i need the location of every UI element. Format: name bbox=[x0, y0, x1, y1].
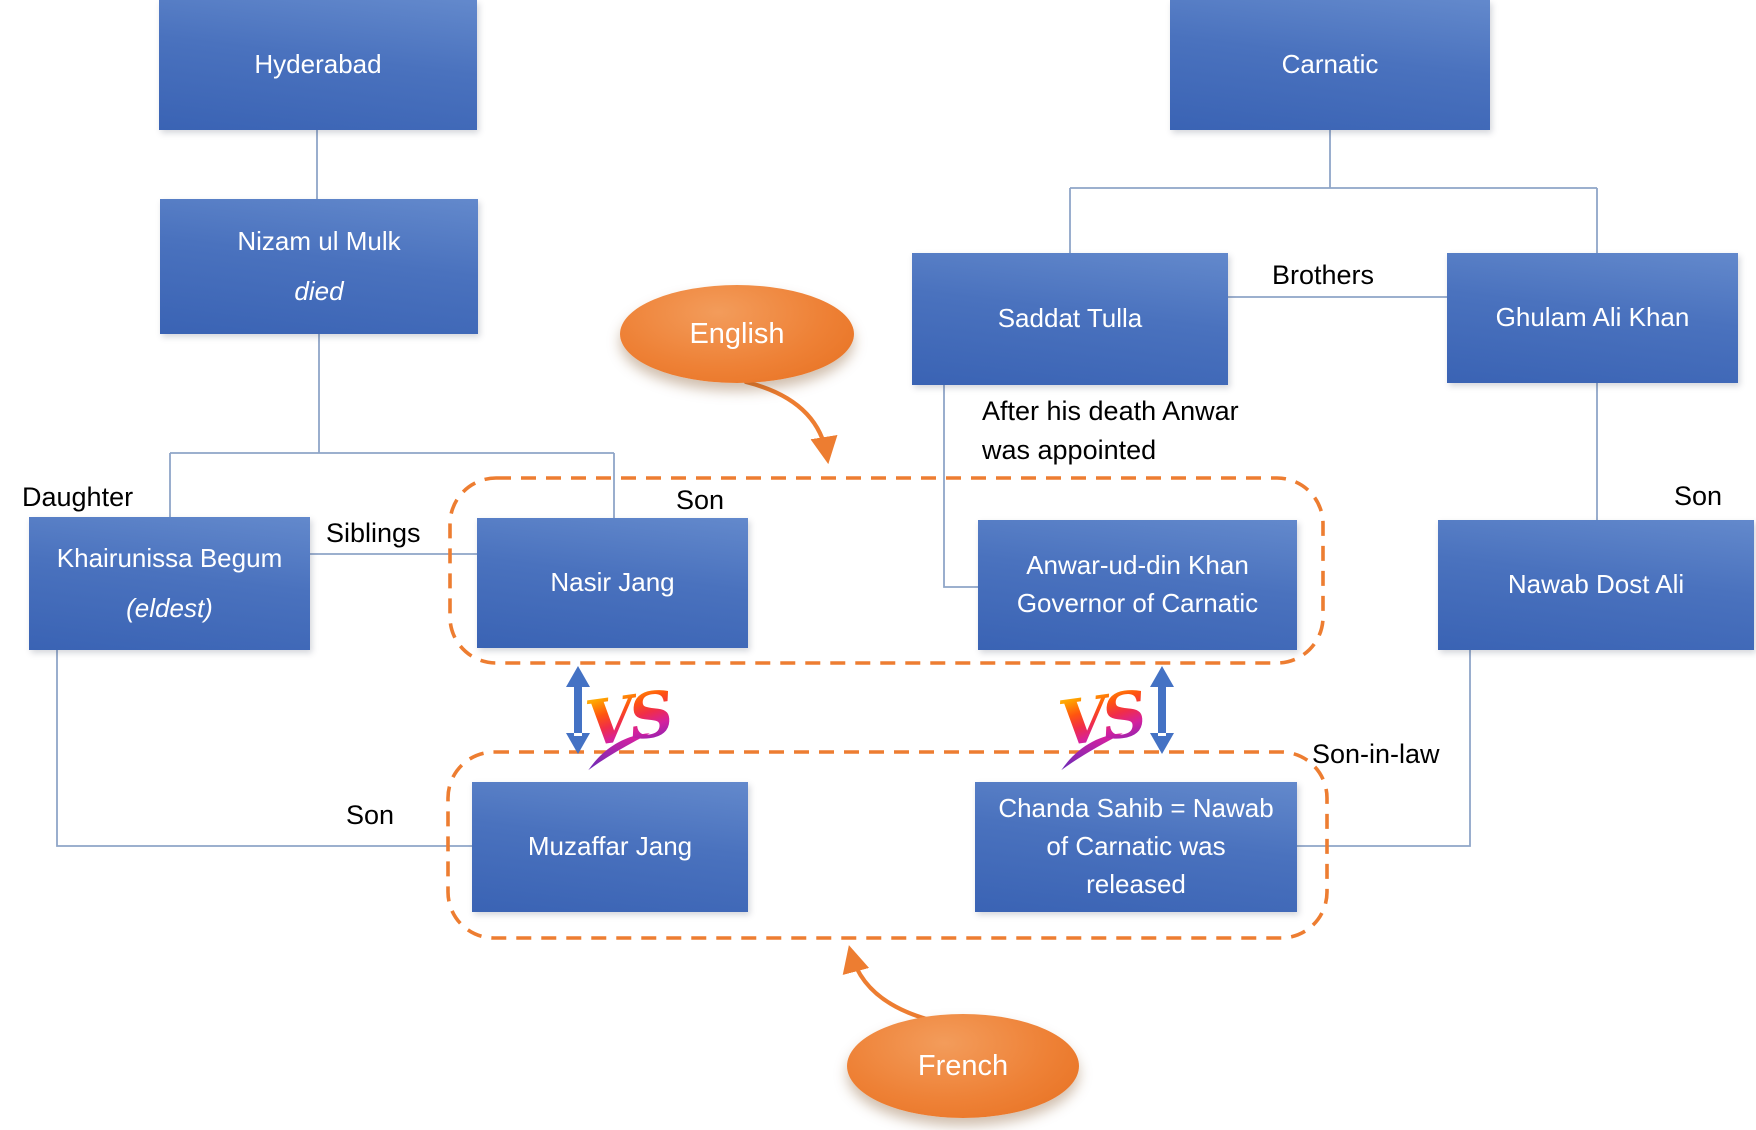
node-label: Saddat Tulla bbox=[997, 303, 1143, 334]
node-label: Nawab Dost Ali bbox=[1507, 569, 1685, 600]
node-nawab-dost-ali: Nawab Dost Ali bbox=[1438, 520, 1754, 650]
faction-english-ellipse: English bbox=[620, 285, 854, 383]
node-hyderabad: Hyderabad bbox=[159, 0, 477, 130]
versus-swoosh bbox=[588, 733, 650, 771]
node-label: of Carnatic was bbox=[1046, 831, 1226, 862]
node-label: released bbox=[1086, 868, 1186, 899]
label-son-nasir: Son bbox=[676, 485, 725, 515]
node-muzaffar-jang: Muzaffar Jang bbox=[472, 782, 748, 912]
faction-label: French bbox=[917, 1049, 1009, 1082]
label-siblings: Siblings bbox=[326, 518, 421, 548]
node-nizam-ul-mulk: Nizam ul Mulk died bbox=[160, 199, 478, 334]
node-label: Nasir Jang bbox=[550, 567, 675, 598]
label-son-nawab-dost: Son bbox=[1674, 481, 1723, 511]
node-label: Nizam ul Mulk bbox=[237, 225, 401, 256]
node-label: Chanda Sahib = Nawab bbox=[998, 793, 1274, 824]
conflict-double-arrow-left bbox=[566, 666, 590, 754]
node-label: Carnatic bbox=[1281, 49, 1379, 80]
node-label: Anwar-ud-din Khan bbox=[1026, 550, 1249, 581]
node-nasir-jang: Nasir Jang bbox=[477, 518, 748, 648]
node-anwar-ud-din-khan: Anwar-ud-din Khan Governor of Carnatic bbox=[978, 520, 1297, 650]
french-support-arrow bbox=[842, 945, 933, 1023]
node-label: Khairunissa Begum bbox=[56, 542, 283, 573]
versus-graphic-left: VS bbox=[581, 676, 677, 771]
label-son-in-law: Son-in-law bbox=[1312, 739, 1440, 769]
label-brothers: Brothers bbox=[1272, 260, 1375, 290]
node-label: Muzaffar Jang bbox=[527, 831, 693, 862]
node-note: died bbox=[294, 275, 344, 306]
label-son-muzaffar: Son bbox=[346, 800, 395, 830]
faction-label: English bbox=[689, 317, 785, 350]
conflict-double-arrow-right bbox=[1150, 666, 1174, 754]
node-khairunissa-begum: Khairunissa Begum (eldest) bbox=[29, 517, 310, 650]
node-label: Governor of Carnatic bbox=[1016, 588, 1259, 618]
node-note: (eldest) bbox=[126, 592, 213, 623]
node-chanda-sahib: Chanda Sahib = Nawab of Carnatic was rel… bbox=[975, 782, 1297, 912]
node-carnatic: Carnatic bbox=[1170, 0, 1490, 130]
faction-french-ellipse: French bbox=[847, 1014, 1079, 1118]
versus-text: VS bbox=[1054, 676, 1149, 760]
versus-graphic-right: VS bbox=[1054, 676, 1150, 771]
node-label: Ghulam Ali Khan bbox=[1495, 302, 1690, 333]
node-ghulam-ali-khan: Ghulam Ali Khan bbox=[1447, 253, 1738, 383]
versus-text: VS bbox=[581, 676, 676, 760]
versus-swoosh bbox=[1061, 733, 1123, 771]
english-support-arrow bbox=[743, 379, 838, 465]
node-label: Hyderabad bbox=[254, 49, 382, 80]
label-daughter: Daughter bbox=[22, 482, 134, 512]
node-saddat-tulla: Saddat Tulla bbox=[912, 253, 1228, 385]
label-anwar-appointed-note: After his death Anwar was appointed bbox=[982, 396, 1239, 466]
